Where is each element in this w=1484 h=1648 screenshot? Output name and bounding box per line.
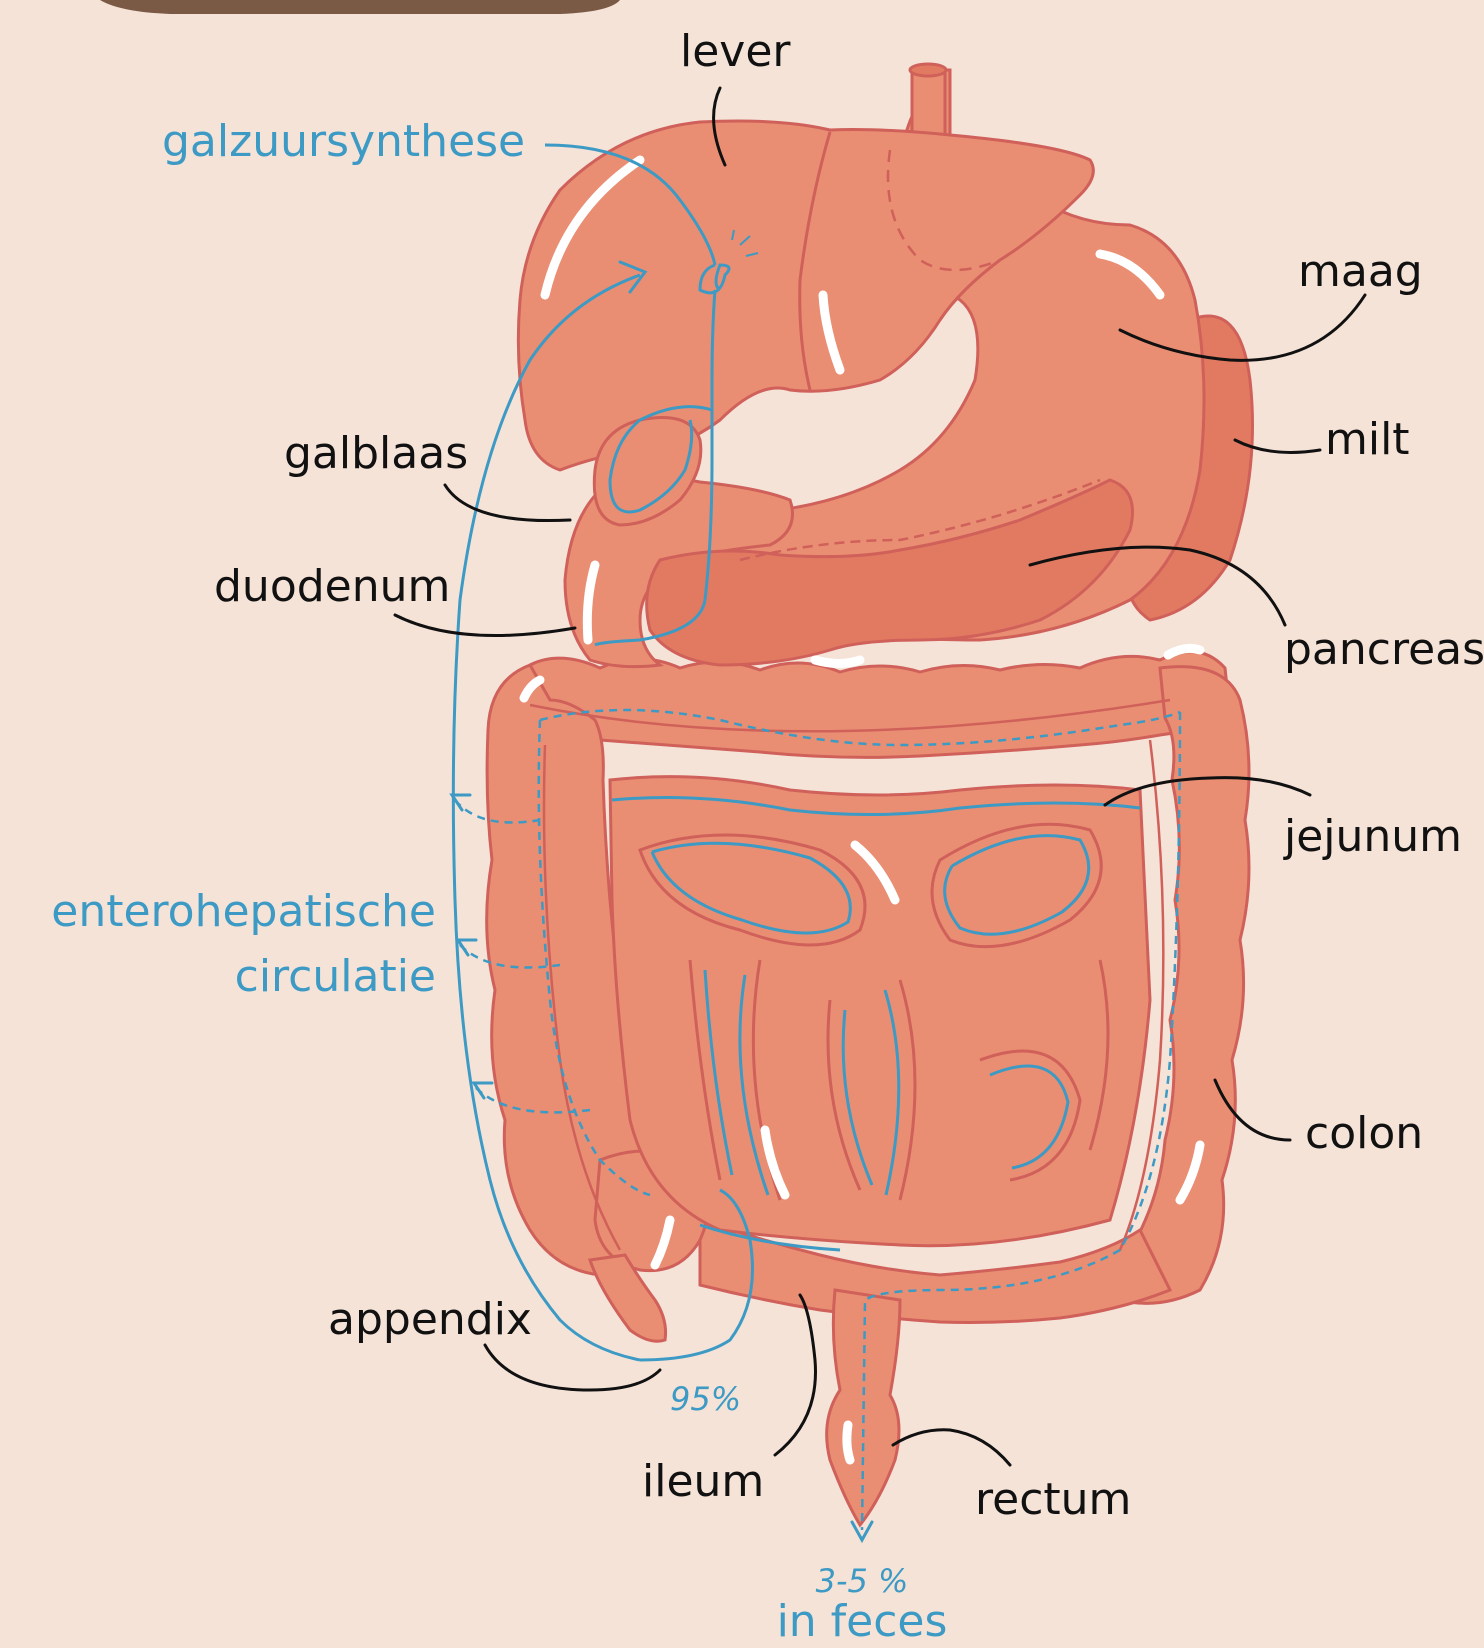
label-pancreas: pancreas <box>1284 628 1484 672</box>
label-jejunum: jejunum <box>1284 815 1462 859</box>
label-milt: milt <box>1325 418 1410 462</box>
label-enterohepatische: enterohepatische <box>48 890 436 934</box>
small-intestine <box>610 777 1150 1250</box>
label-appendix: appendix <box>328 1298 532 1342</box>
label-lever: lever <box>680 30 791 74</box>
header-tab <box>100 0 620 14</box>
label-95-percent: 95% <box>670 1383 741 1415</box>
label-rectum: rectum <box>975 1478 1131 1522</box>
label-duodenum: duodenum <box>214 565 450 609</box>
label-galzuursynthese: galzuursynthese <box>162 120 525 164</box>
label-galblaas: galblaas <box>284 432 468 476</box>
label-maag: maag <box>1298 250 1423 294</box>
label-circulatie: circulatie <box>48 955 436 999</box>
label-colon: colon <box>1305 1112 1423 1156</box>
label-in-feces: in feces <box>752 1600 972 1644</box>
label-feces-percent: 3-5 % <box>782 1565 942 1597</box>
label-ileum: ileum <box>642 1460 764 1504</box>
